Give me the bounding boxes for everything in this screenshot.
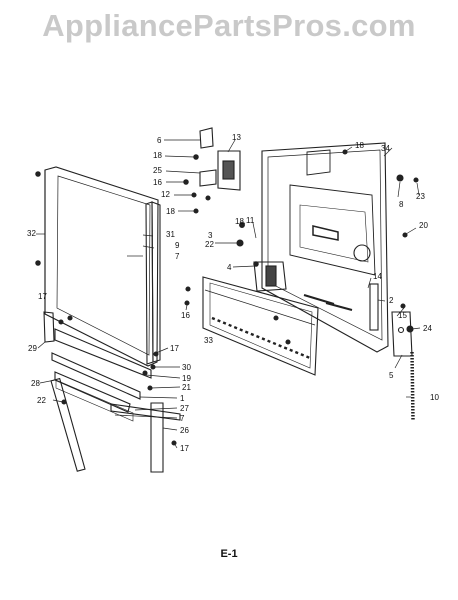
callout-34: 34 — [381, 144, 390, 153]
watermark: AppliancePartsPros.com — [42, 8, 416, 43]
callout-23: 23 — [416, 192, 425, 201]
callout-14: 14 — [373, 272, 382, 281]
callout-9: 9 — [175, 241, 180, 250]
callout-30: 30 — [182, 363, 191, 372]
callout-27: 27 — [180, 404, 189, 413]
callout-25: 25 — [153, 166, 162, 175]
callout-16: 16 — [153, 178, 162, 187]
callout-20: 20 — [419, 221, 428, 230]
callout-16: 16 — [181, 311, 190, 320]
callout-7: 7 — [175, 252, 180, 261]
callout-32: 32 — [27, 229, 36, 238]
callout-6: 6 — [157, 136, 162, 145]
inner-door-panel — [261, 142, 389, 353]
callout-13: 13 — [232, 133, 241, 142]
callout-22: 22 — [37, 396, 46, 405]
lower-rails — [43, 311, 181, 473]
callout-18: 18 — [355, 141, 364, 150]
trim-strips — [145, 201, 161, 365]
callout-17: 17 — [180, 444, 189, 453]
callout-17: 17 — [38, 292, 47, 301]
callout-3: 3 — [208, 231, 213, 240]
lower-access-panel — [202, 276, 319, 376]
callout-26: 26 — [180, 426, 189, 435]
callout-12: 12 — [161, 190, 170, 199]
callout-21: 21 — [182, 383, 191, 392]
callout-labels: 6 13 18 34 18 25 16 12 18 8 23 31 9 7 32… — [27, 133, 439, 453]
callout-8: 8 — [399, 200, 404, 209]
callout-18: 18 — [235, 217, 244, 226]
callout-4: 4 — [227, 263, 232, 272]
hinge-bracket — [253, 261, 287, 292]
callout-18: 18 — [153, 151, 162, 160]
callout-31: 31 — [166, 230, 175, 239]
callout-33: 33 — [204, 336, 213, 345]
callout-1: 1 — [180, 394, 185, 403]
door-spring — [410, 351, 415, 421]
callout-15: 15 — [398, 311, 407, 320]
side-bracket — [369, 283, 413, 357]
callout-29: 29 — [28, 344, 37, 353]
callout-5: 5 — [389, 371, 394, 380]
fasteners — [35, 149, 419, 446]
callout-2: 2 — [389, 296, 394, 305]
callout-28: 28 — [31, 379, 40, 388]
callout-11: 11 — [246, 216, 255, 225]
callout-22: 22 — [205, 240, 214, 249]
callout-10: 10 — [430, 393, 439, 402]
callout-17: 17 — [170, 344, 179, 353]
callout-7: 7 — [180, 414, 185, 423]
outer-door-panel — [44, 166, 159, 367]
callout-24: 24 — [423, 324, 432, 333]
latch-assembly — [199, 127, 241, 191]
callout-18: 18 — [166, 207, 175, 216]
page-code: E-1 — [220, 548, 238, 560]
leader-lines — [36, 139, 421, 449]
callout-19: 19 — [182, 374, 191, 383]
